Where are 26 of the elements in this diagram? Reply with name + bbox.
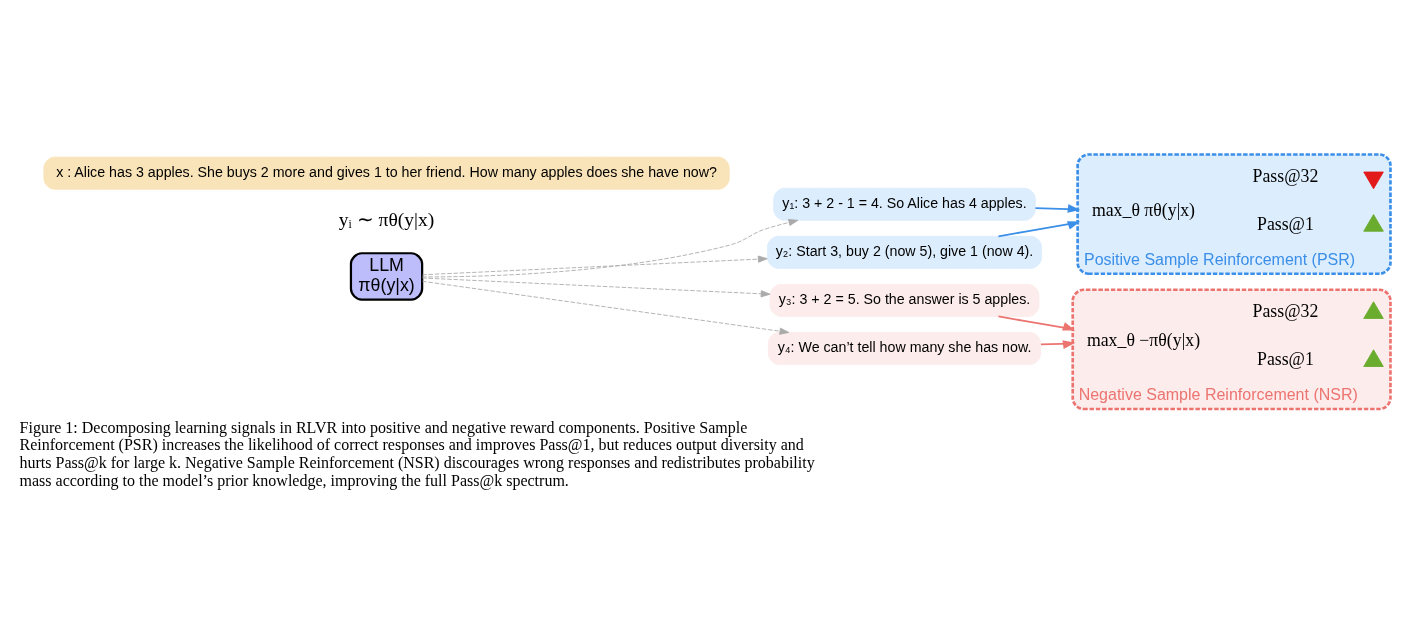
node-text: Pass@32 xyxy=(1252,165,1319,186)
node-up-arrow xyxy=(1363,348,1384,367)
label: yᵢ ∼ πθ(y|x) xyxy=(338,208,435,230)
caption: Figure 1: Decomposing learning signals in RLVR into positive and negative reward components. Positive Sample Reinforcement (PSR) increases the likelihood of correct responses and improves Pass@1, but reduces output diversity and hurts Pass@k for large k. Negative Sample Reinforcement (NSR) discourages wrong responses and redistributes probability mass according to the model’s prior knowledge, improving the full Pass@k spectrum. xyxy=(19,418,815,489)
node-up-arrow xyxy=(1363,300,1384,319)
arrow xyxy=(1040,339,1076,349)
node-down-arrow xyxy=(1363,171,1384,189)
arrow xyxy=(997,315,1076,331)
arrow xyxy=(997,220,1081,237)
node-box: y₁: 3 + 2 - 1 = 4. So Alice has 4 apples. xyxy=(773,187,1036,221)
node-box: y₂: Start 3, buy 2 (now 5), give 1 (now 4). xyxy=(767,235,1043,269)
arrow xyxy=(422,277,771,297)
arrow xyxy=(422,255,768,275)
node-text: Pass@32 xyxy=(1252,300,1319,321)
node-text: max_θ πθ(y|x) xyxy=(1091,199,1196,220)
node-box: y₄: We can’t tell how many she has now. xyxy=(767,331,1042,365)
node-up-arrow xyxy=(1363,213,1384,232)
node-box: x : Alice has 3 apples. She buys 2 more and gives 1 to her friend. How many apples does she have now? xyxy=(43,156,730,190)
node-text: Pass@1 xyxy=(1256,348,1314,369)
node-text: Pass@1 xyxy=(1256,213,1314,234)
arrow xyxy=(421,218,799,277)
arrow xyxy=(422,280,790,335)
node-text: max_θ −πθ(y|x) xyxy=(1086,329,1201,350)
node-box: LLM πθ(y|x) xyxy=(349,251,424,301)
arrow xyxy=(1034,203,1081,213)
node-box: y₃: 3 + 2 = 5. So the answer is 5 apples. xyxy=(769,283,1040,317)
